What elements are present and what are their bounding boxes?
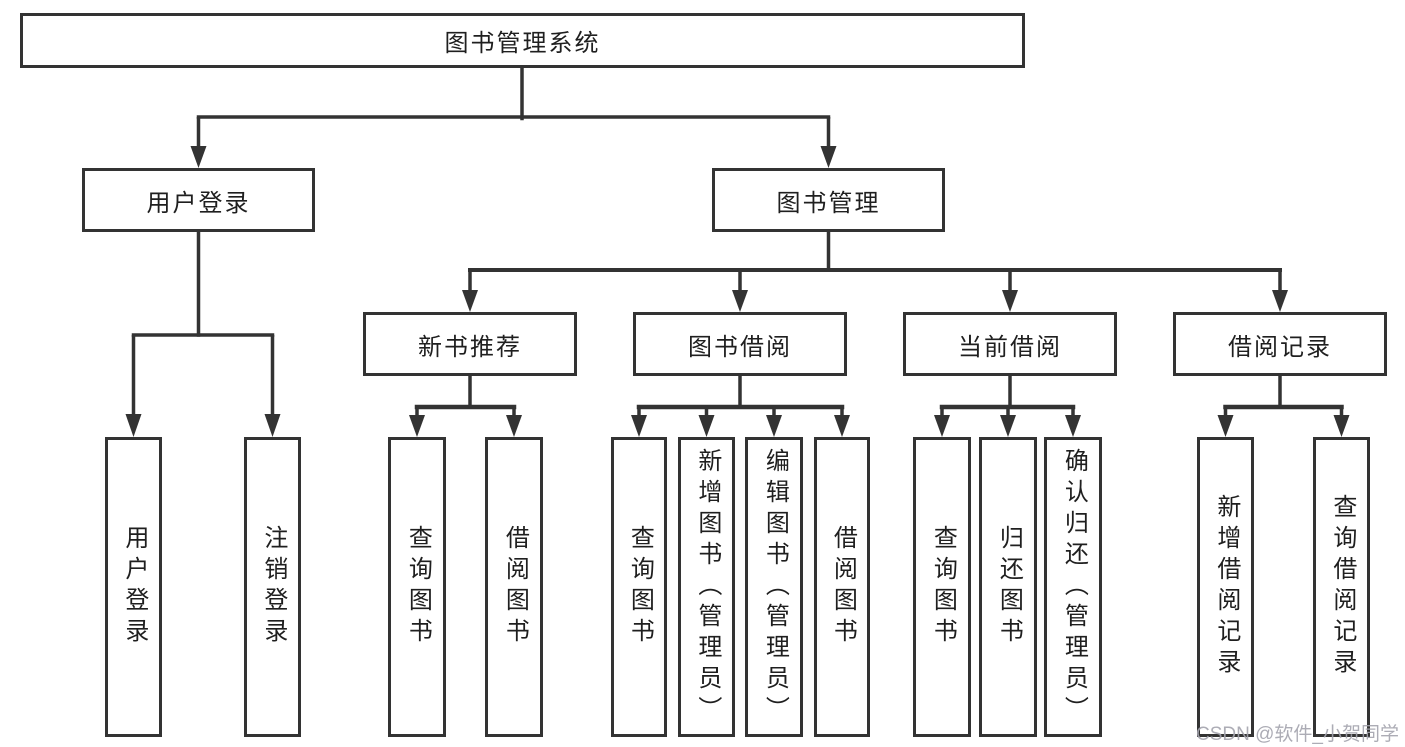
connector-current-borrowing-children bbox=[934, 374, 1081, 437]
arrow-down-icon bbox=[462, 290, 478, 312]
arrow-down-icon bbox=[125, 414, 142, 437]
arrow-down-icon bbox=[766, 415, 782, 437]
leaf-add-books-admin: 新增图书（管理员） bbox=[678, 437, 735, 737]
leaf-label: 借阅图书 bbox=[501, 525, 529, 649]
arrow-down-icon bbox=[264, 414, 281, 437]
node-current-borrowing: 当前借阅 bbox=[903, 312, 1117, 376]
connector-user-login-children bbox=[125, 230, 281, 437]
arrow-down-icon bbox=[1002, 290, 1018, 312]
arrow-down-icon bbox=[1065, 415, 1081, 437]
node-label: 用户登录 bbox=[146, 189, 251, 217]
node-label: 图书管理系统 bbox=[444, 30, 601, 57]
leaf-add-borrow-record: 新增借阅记录 bbox=[1197, 437, 1254, 737]
arrow-down-icon bbox=[1217, 415, 1234, 437]
leaf-confirm-return-admin: 确认归还（管理员） bbox=[1044, 437, 1102, 737]
leaf-label: 借阅图书 bbox=[829, 525, 857, 649]
leaf-edit-books-admin: 编辑图书（管理员） bbox=[745, 437, 803, 737]
leaf-label: 查询借阅记录 bbox=[1328, 494, 1356, 680]
node-library-system: 图书管理系统 bbox=[20, 13, 1025, 68]
node-label: 图书管理 bbox=[776, 189, 881, 217]
arrow-down-icon bbox=[1272, 290, 1288, 312]
leaf-logout: 注销登录 bbox=[244, 437, 301, 737]
connector-borrowing-records-children bbox=[1217, 374, 1350, 437]
leaf-label: 用户登录 bbox=[120, 525, 148, 649]
node-label: 图书借阅 bbox=[688, 333, 792, 361]
leaf-label: 查询图书 bbox=[929, 525, 957, 649]
leaf-borrow-books-recommend: 借阅图书 bbox=[485, 437, 543, 737]
node-new-book-recommend: 新书推荐 bbox=[363, 312, 577, 376]
leaf-user-login: 用户登录 bbox=[105, 437, 162, 737]
leaf-query-books-current: 查询图书 bbox=[913, 437, 971, 737]
node-user-login: 用户登录 bbox=[82, 168, 315, 232]
arrow-down-icon bbox=[934, 415, 950, 437]
leaf-label: 查询图书 bbox=[626, 525, 654, 649]
arrow-down-icon bbox=[190, 146, 207, 168]
arrow-down-icon bbox=[506, 415, 522, 437]
leaf-label: 查询图书 bbox=[404, 525, 432, 649]
node-book-management: 图书管理 bbox=[712, 168, 945, 232]
arrow-down-icon bbox=[834, 415, 850, 437]
leaf-label: 新增借阅记录 bbox=[1212, 494, 1240, 680]
node-label: 新书推荐 bbox=[418, 333, 522, 361]
arrow-down-icon bbox=[820, 146, 837, 168]
csdn-watermark: CSDN @软件_小贺同学 bbox=[1196, 724, 1399, 745]
node-book-borrowing: 图书借阅 bbox=[633, 312, 847, 376]
connector-root-to-level2 bbox=[190, 66, 837, 168]
leaf-query-books-borrowing: 查询图书 bbox=[611, 437, 667, 737]
leaf-query-borrow-record: 查询借阅记录 bbox=[1313, 437, 1370, 737]
leaf-query-books-recommend: 查询图书 bbox=[388, 437, 446, 737]
node-label: 借阅记录 bbox=[1228, 333, 1332, 361]
arrow-down-icon bbox=[631, 415, 647, 437]
node-label: 当前借阅 bbox=[958, 333, 1062, 361]
leaf-return-books: 归还图书 bbox=[979, 437, 1037, 737]
arrow-down-icon bbox=[409, 415, 425, 437]
arrow-down-icon bbox=[1000, 415, 1016, 437]
arrow-down-icon bbox=[698, 415, 715, 437]
connector-book-management-to-level3 bbox=[462, 230, 1288, 312]
arrow-down-icon bbox=[1333, 415, 1350, 437]
leaf-label: 注销登录 bbox=[259, 525, 287, 649]
leaf-borrow-books-borrowing: 借阅图书 bbox=[814, 437, 870, 737]
leaf-label: 归还图书 bbox=[995, 525, 1023, 649]
leaf-label: 编辑图书（管理员） bbox=[761, 447, 789, 727]
node-borrowing-records: 借阅记录 bbox=[1173, 312, 1387, 376]
connector-new-book-recommend-children bbox=[409, 374, 522, 437]
leaf-label: 新增图书（管理员） bbox=[693, 447, 721, 727]
leaf-label: 确认归还（管理员） bbox=[1060, 447, 1088, 727]
connector-book-borrowing-children bbox=[631, 374, 850, 437]
arrow-down-icon bbox=[732, 290, 748, 312]
